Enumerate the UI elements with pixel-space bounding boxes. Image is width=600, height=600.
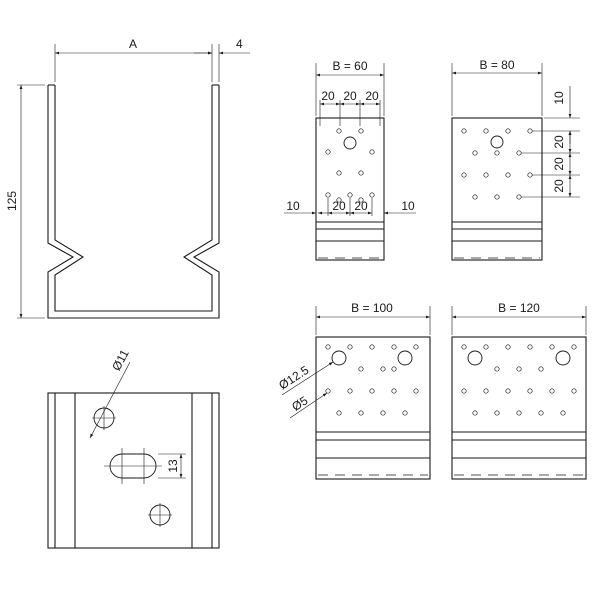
plate-b100: B = 100 [276,301,431,480]
plate-b120-holes [461,344,577,416]
plate-b60-top-spacing-2: 20 [343,89,357,103]
base-plate-outline [47,392,220,549]
plate-b100-small-hole-label: Ø5 [289,393,310,414]
hole-diameter-label: Ø11 [109,347,132,373]
plate-b60-holes [325,128,375,203]
plate-b100-holes [325,344,419,416]
plate-b60: B = 60 20 20 [284,59,416,261]
plate-b120: B = 120 [451,301,587,480]
thickness-dimension-label: 4 [236,37,243,51]
plate-b100-large-hole-label: Ø12.5 [276,363,311,393]
mounting-slot [104,448,162,484]
plate-b80-top-offset: 10 [552,91,566,105]
plate-b120-title: B = 120 [498,301,540,315]
side-view: A 4 125 [5,37,250,319]
plate-b80-title: B = 80 [479,58,514,72]
plate-b80-vertical-spacing-1: 20 [552,135,566,149]
height-dimension-label: 125 [5,191,19,211]
plate-b100-large-hole-leader [281,361,334,396]
bracket-profile-inner [54,85,213,312]
width-dimension-label: A [129,37,137,51]
mounting-hole [92,406,116,430]
plate-b60-top-spacing-3: 20 [365,89,379,103]
plate-b60-bottom-spacing-1: 20 [332,199,346,213]
plate-b80-vertical-spacing-3: 20 [552,179,566,193]
mounting-hole [148,503,172,527]
plate-b60-edge-left: 10 [286,199,300,213]
hole-diameter-leader [89,361,131,439]
plate-b60-top-spacing-1: 20 [321,89,335,103]
slot-dimension-label: 13 [166,459,180,473]
plate-b100-title: B = 100 [351,301,393,315]
plate-b60-bottom-spacing-2: 20 [354,199,368,213]
plate-b60-edge-right: 10 [401,199,415,213]
plate-b80: B = 80 [451,58,580,261]
plate-b80-vertical-spacing-2: 20 [552,157,566,171]
plate-b100-small-hole-leader [289,392,328,419]
plate-b60-title: B = 60 [332,59,367,73]
bracket-profile-outer [47,85,220,319]
plan-view: Ø11 13 [47,347,220,549]
